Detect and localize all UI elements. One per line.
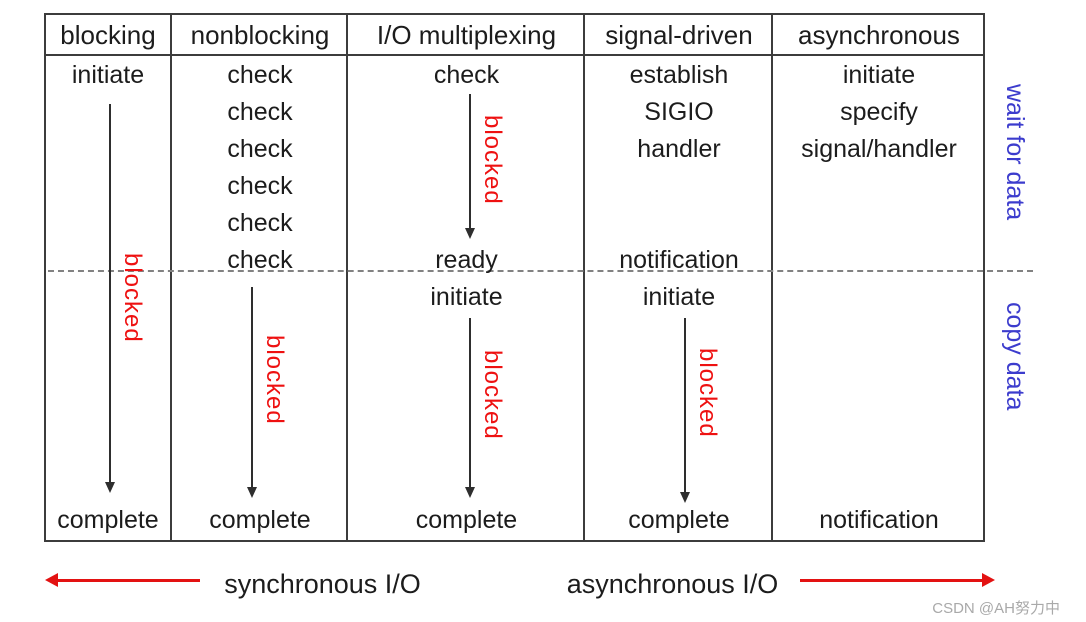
step-complete: complete bbox=[628, 506, 730, 534]
right-arrow-icon bbox=[800, 573, 995, 587]
step-check: check bbox=[227, 135, 293, 163]
down-arrow-icon bbox=[465, 94, 475, 239]
down-arrow-icon bbox=[105, 104, 115, 493]
table-border bbox=[44, 13, 985, 542]
step-sigio: SIGIO bbox=[644, 98, 714, 126]
synchronous-io-label: synchronous I/O bbox=[224, 569, 421, 599]
header-divider-line bbox=[44, 54, 985, 56]
phase-label-copy-data: copy data bbox=[1001, 302, 1029, 411]
blocked-label: blocked bbox=[119, 253, 146, 343]
step-check: check bbox=[227, 246, 293, 274]
step-complete: complete bbox=[57, 506, 159, 534]
step-check: check bbox=[227, 172, 293, 200]
step-signal-handler: signal/handler bbox=[801, 135, 957, 163]
step-initiate: initiate bbox=[71, 61, 145, 89]
down-arrow-icon bbox=[247, 287, 257, 498]
step-establish: establish bbox=[629, 61, 729, 89]
down-arrow-icon bbox=[465, 318, 475, 498]
blocked-label: blocked bbox=[479, 350, 506, 440]
column-header-io-multiplexing: I/O multiplexing bbox=[376, 20, 557, 50]
column-header-blocking: blocking bbox=[60, 20, 156, 50]
step-complete: complete bbox=[415, 506, 518, 534]
step-initiate: initiate bbox=[642, 283, 716, 311]
step-notification: notification bbox=[819, 506, 939, 534]
step-check: check bbox=[227, 61, 293, 89]
phase-dashed-divider bbox=[48, 270, 1033, 272]
column-header-asynchronous: asynchronous bbox=[798, 20, 960, 50]
step-initiate: initiate bbox=[430, 283, 503, 311]
step-handler: handler bbox=[637, 135, 721, 163]
blocked-label: blocked bbox=[479, 115, 506, 205]
watermark: CSDN @AH努力中 bbox=[932, 600, 1060, 617]
step-specify: specify bbox=[840, 98, 918, 126]
blocked-label: blocked bbox=[261, 335, 288, 425]
column-divider-4 bbox=[771, 13, 773, 542]
left-arrow-icon bbox=[45, 573, 200, 587]
step-ready: ready bbox=[435, 246, 498, 274]
step-initiate: initiate bbox=[842, 61, 916, 89]
step-check: check bbox=[227, 98, 293, 126]
step-check: check bbox=[227, 209, 293, 237]
column-divider-2 bbox=[346, 13, 348, 542]
column-divider-3 bbox=[583, 13, 585, 542]
step-notification: notification bbox=[619, 246, 739, 274]
column-header-nonblocking: nonblocking bbox=[190, 20, 330, 50]
step-check: check bbox=[433, 61, 500, 89]
blocked-label: blocked bbox=[694, 348, 721, 438]
column-header-signal-driven: signal-driven bbox=[605, 20, 753, 50]
phase-label-wait-for-data: wait for data bbox=[1001, 84, 1029, 221]
asynchronous-io-label: asynchronous I/O bbox=[566, 569, 779, 599]
down-arrow-icon bbox=[680, 318, 690, 503]
step-complete: complete bbox=[209, 506, 311, 534]
column-divider-1 bbox=[170, 13, 172, 542]
